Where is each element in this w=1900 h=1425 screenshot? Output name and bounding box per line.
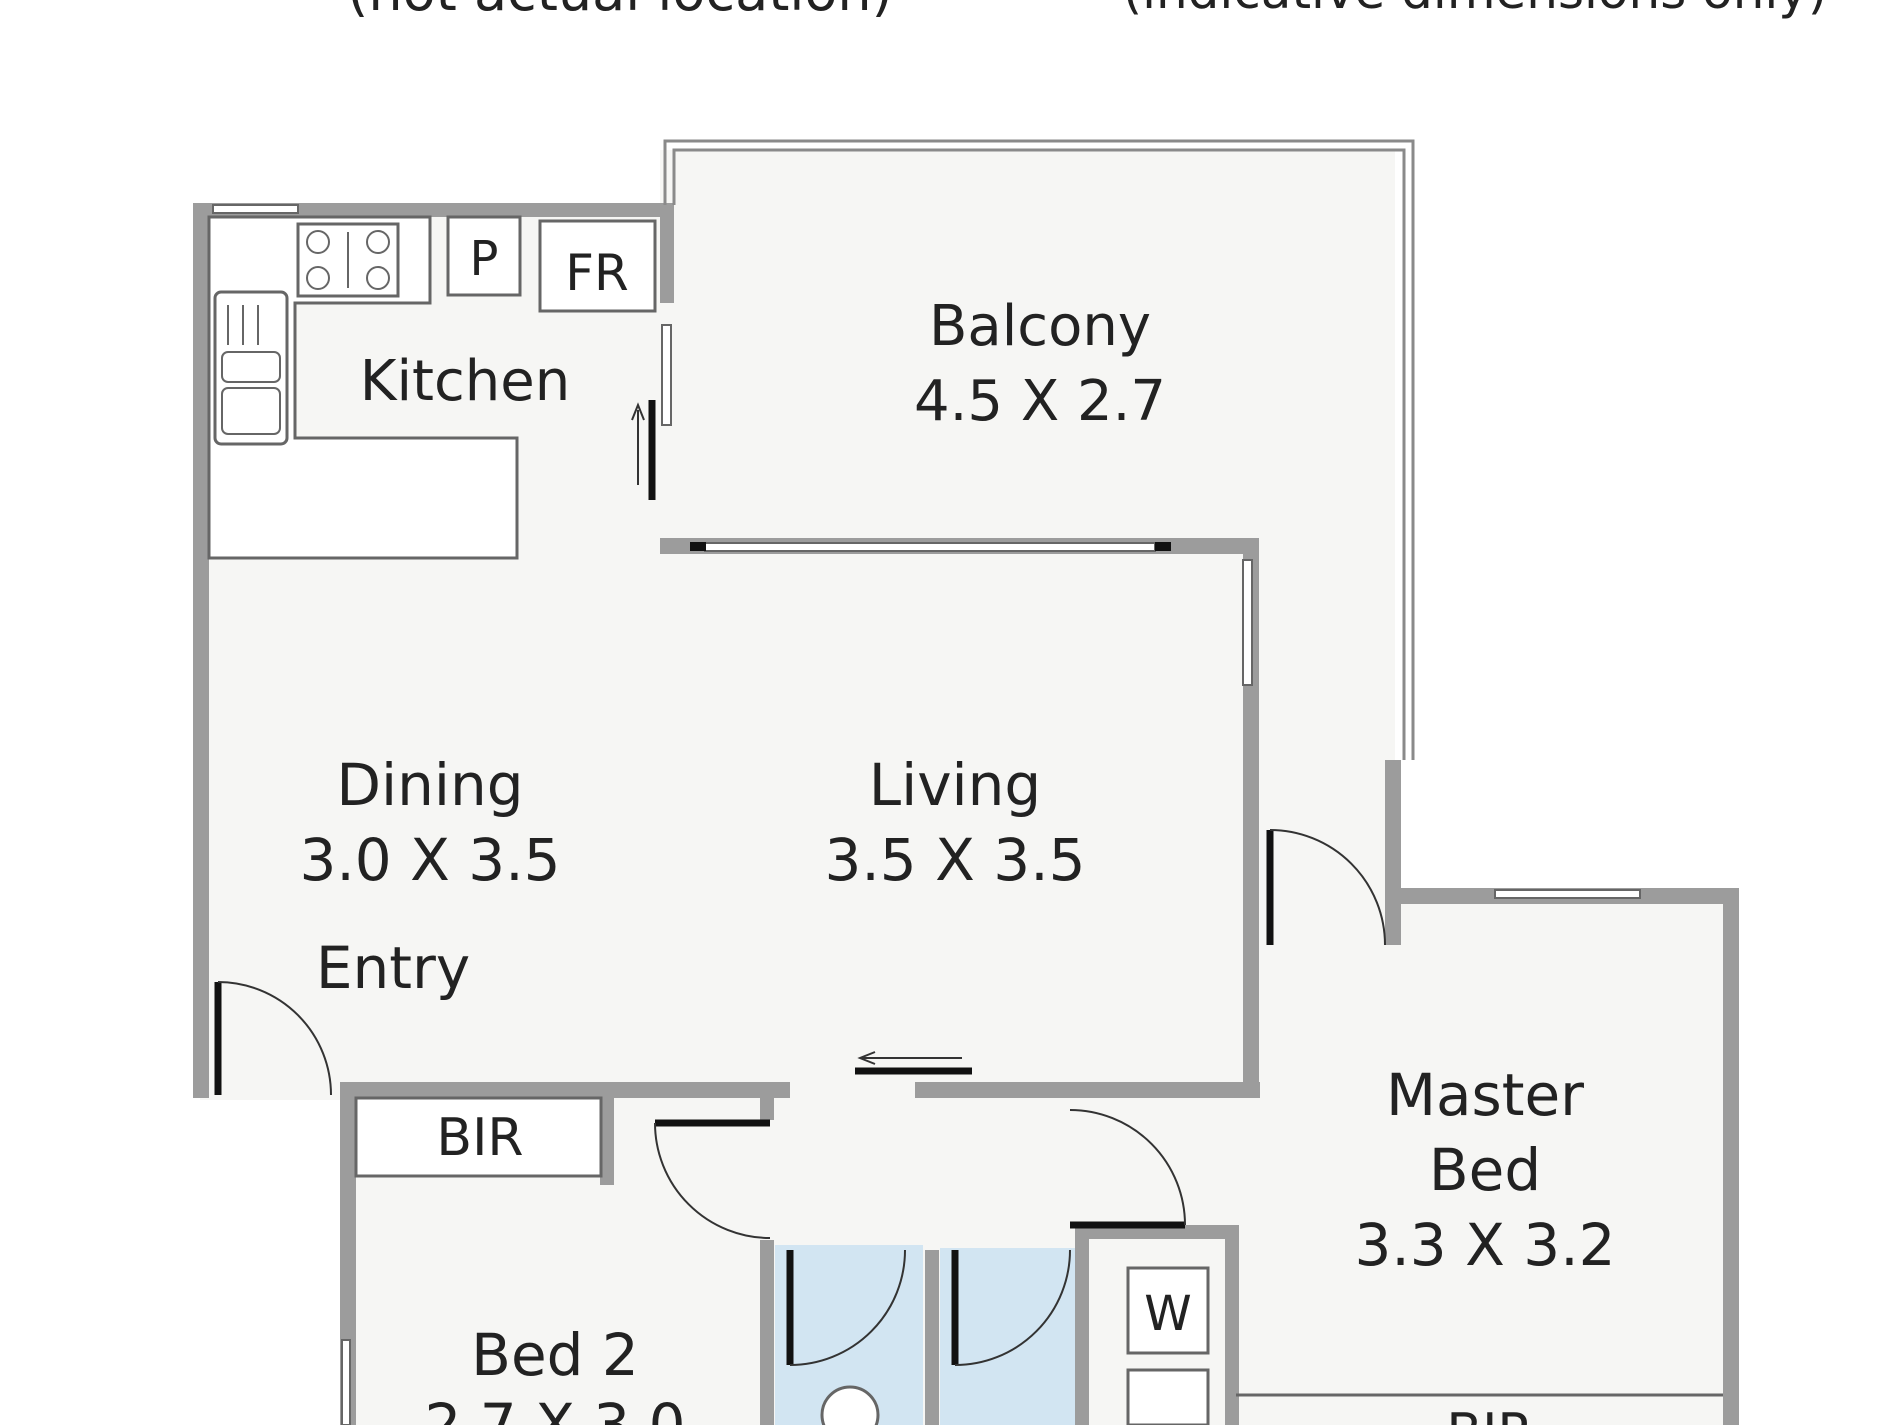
bir-master: BIR: [1236, 1393, 1723, 1425]
balcony-dims: 4.5 X 2.7: [914, 369, 1166, 434]
bathroom-door-2: [951, 1249, 1071, 1366]
dining-name: Dining: [336, 751, 523, 819]
master-bed-name-line2: Bed: [1429, 1136, 1541, 1204]
hall-door: [1069, 1109, 1186, 1229]
toilet-icon: [820, 1385, 880, 1425]
bir-master-label: BIR: [1446, 1403, 1533, 1425]
bed2-name: Bed 2: [471, 1321, 639, 1389]
fridge-icon: FR: [538, 219, 657, 313]
washer-icon: W: [1126, 1266, 1210, 1425]
sliding-door-living: [855, 1051, 972, 1075]
entry-door: [214, 981, 332, 1096]
balcony-name: Balcony: [929, 294, 1151, 359]
master-bed-dims: 3.3 X 3.2: [1354, 1211, 1615, 1279]
bathroom-tiles: [775, 1245, 1075, 1425]
bir-bed2: BIR: [354, 1096, 603, 1178]
cooktop-icon: [296, 222, 400, 298]
kitchen-name: Kitchen: [360, 349, 570, 414]
washer-label: W: [1144, 1286, 1191, 1342]
bed2-door: [654, 1119, 771, 1239]
living-name: Living: [869, 751, 1041, 819]
sink-icon: [213, 290, 289, 446]
bir-bed2-label: BIR: [436, 1108, 523, 1168]
bathroom-door-1: [786, 1249, 906, 1366]
master-bed-door: [1266, 829, 1386, 946]
pantry-label: P: [470, 231, 499, 287]
master-bed-name-line1: Master: [1386, 1061, 1584, 1129]
sliding-door-kitchen: [631, 400, 656, 500]
bed2-dims: 2.7 X 3.0: [424, 1391, 685, 1425]
entry-name: Entry: [316, 934, 470, 1002]
fridge-label: FR: [565, 244, 629, 302]
dining-dims: 3.0 X 3.5: [299, 826, 560, 894]
header-right-note: (indicative dimensions only): [1123, 0, 1828, 20]
balcony-outline: [663, 139, 1415, 760]
walls: [193, 203, 1739, 1425]
header-left-note: (not actual location): [347, 0, 892, 23]
pantry-icon: P: [446, 215, 522, 297]
living-dims: 3.5 X 3.5: [824, 826, 1085, 894]
